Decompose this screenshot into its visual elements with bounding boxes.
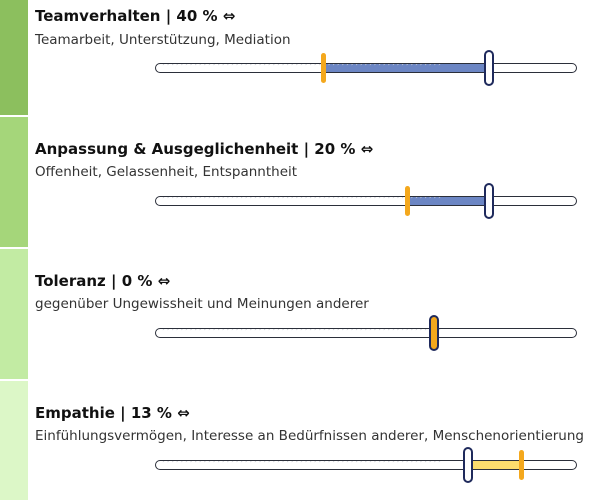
chevron-pattern-icon: ››››››››››››››››››››››››››››››››››››››››… xyxy=(162,196,443,202)
section-subtitle: Offenheit, Gelassenheit, Entspanntheit xyxy=(35,164,298,180)
range-track: ››››››››››››››››››››››››››››››››››››››››… xyxy=(155,196,577,206)
section-stripe xyxy=(0,117,28,247)
section-stripe xyxy=(0,381,28,500)
section-toleranz: Toleranz | 0 % ⇔ gegenüber Ungewissheit … xyxy=(0,249,600,379)
current-value-marker[interactable] xyxy=(321,53,326,83)
target-value-handle[interactable] xyxy=(463,447,473,483)
range-fill xyxy=(323,64,490,72)
range-track: ››››››››››››››››››››››››››››››››››››››››… xyxy=(155,460,577,470)
range-fill xyxy=(407,197,490,205)
section-subtitle: Einfühlungsvermögen, Interesse an Bedürf… xyxy=(35,428,584,444)
current-value-marker[interactable] xyxy=(405,186,410,216)
section-title: Toleranz | 0 % ⇔ xyxy=(35,272,171,290)
target-value-handle[interactable] xyxy=(484,183,494,219)
chevron-pattern-icon: ››››››››››››››››››››››››››››››››››››››››… xyxy=(162,328,443,334)
section-title: Anpassung & Ausgeglichenheit | 20 % ⇔ xyxy=(35,140,374,158)
range-track: ››››››››››››››››››››››››››››››››››››››››… xyxy=(155,63,577,73)
range-track: ››››››››››››››››››››››››››››››››››››››››… xyxy=(155,328,577,338)
section-subtitle: gegenüber Ungewissheit und Meinungen and… xyxy=(35,296,369,312)
section-subtitle: Teamarbeit, Unterstützung, Mediation xyxy=(35,32,291,48)
target-value-handle[interactable] xyxy=(484,50,494,86)
section-stripe xyxy=(0,249,28,379)
current-value-marker[interactable] xyxy=(519,450,524,480)
section-empathie: Empathie | 13 % ⇔ Einfühlungsvermögen, I… xyxy=(0,381,600,500)
range-fill xyxy=(468,461,523,469)
section-teamverhalten: Teamverhalten | 40 % ⇔ Teamarbeit, Unter… xyxy=(0,0,600,115)
section-title: Teamverhalten | 40 % ⇔ xyxy=(35,7,236,25)
section-title: Empathie | 13 % ⇔ xyxy=(35,404,190,422)
chevron-pattern-icon: ››››››››››››››››››››››››››››››››››››››››… xyxy=(162,460,443,466)
target-value-handle[interactable] xyxy=(429,315,439,351)
section-stripe xyxy=(0,0,28,115)
chevron-pattern-icon: ››››››››››››››››››››››››››››››››››››››››… xyxy=(162,63,443,69)
section-anpassung: Anpassung & Ausgeglichenheit | 20 % ⇔ Of… xyxy=(0,117,600,247)
